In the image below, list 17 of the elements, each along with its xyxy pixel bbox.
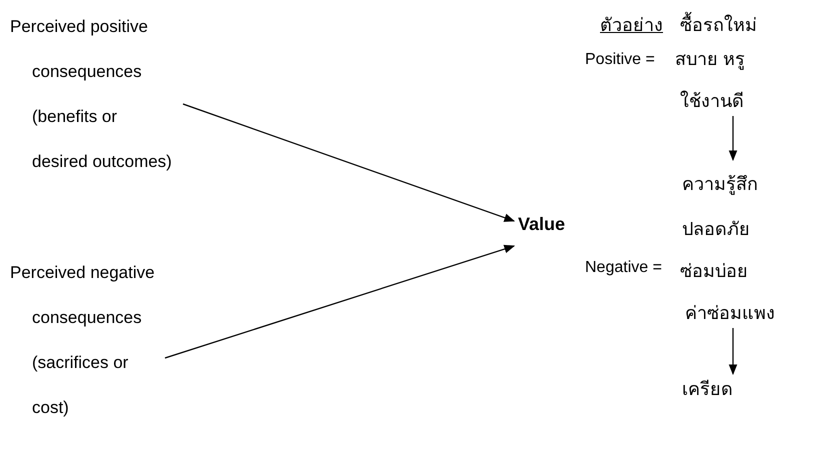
example-text: ความรู้สึกปลอดภัย (682, 173, 759, 241)
example-label: ตัวอย่าง (600, 14, 663, 37)
example-text: ใช้งานดี (680, 90, 745, 113)
arrow (182, 103, 516, 222)
example-label: Negative = (585, 259, 662, 277)
consequence-text: Perceived negative consequences (sacrifices or cost) (10, 262, 156, 419)
example-text: ซ่อมบ่อย (680, 260, 749, 283)
example-label: ซื้อรถใหม่ (680, 10, 757, 39)
consequence-text: Perceived positive consequences (benefits or desired outcomes) (10, 16, 173, 173)
value-text: Value (518, 214, 566, 235)
arrow (728, 116, 738, 162)
arrow (164, 244, 516, 359)
example-label: Positive = (585, 51, 655, 69)
example-text: ค่าซ่อมแพง (685, 302, 775, 325)
arrow (728, 328, 738, 376)
example-text: สบาย หรู (675, 48, 746, 72)
example-text: เครียด (682, 378, 733, 401)
